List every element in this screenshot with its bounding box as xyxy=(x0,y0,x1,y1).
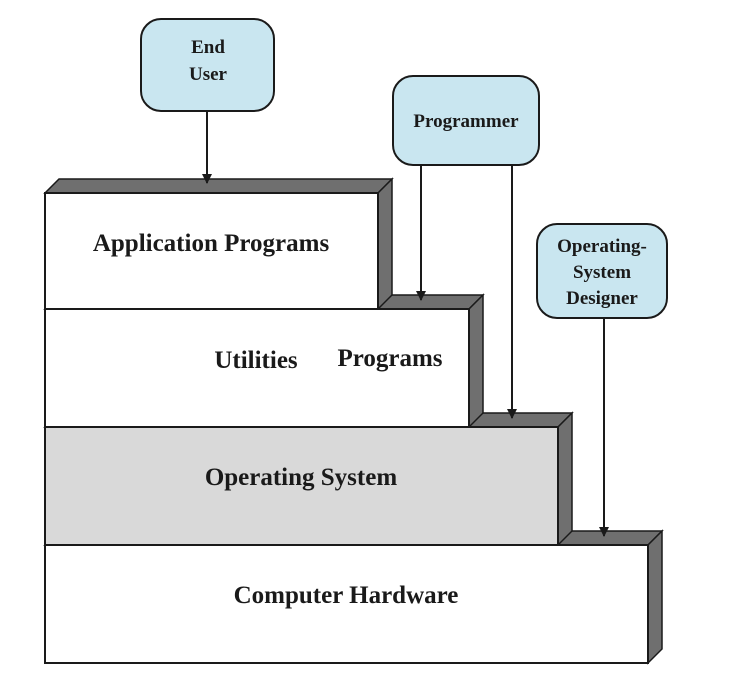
operating-system-label: Operating System xyxy=(205,464,398,491)
application-side-face xyxy=(377,177,393,311)
arrows xyxy=(202,111,609,537)
utilities-layer xyxy=(44,308,470,428)
os-designer-box: Operating- System Designer xyxy=(536,223,668,319)
end-user-label-line1: End xyxy=(191,37,225,58)
programmer-label: Programmer xyxy=(413,111,519,132)
os-designer-label-line3: Designer xyxy=(566,288,638,309)
os-designer-label-line2: System xyxy=(573,262,631,283)
utilities-side-face xyxy=(468,293,484,429)
application-top-face xyxy=(43,178,394,194)
hardware-layer xyxy=(44,544,649,664)
os-designer-box-shape xyxy=(536,223,668,319)
application-layer xyxy=(44,192,379,310)
programmer-box-shape xyxy=(392,75,540,166)
programmer-box: Programmer xyxy=(392,75,540,166)
end-user-box-shape xyxy=(140,18,275,112)
layer-fronts xyxy=(44,192,649,664)
end-user-label-line2: User xyxy=(189,64,228,85)
programs-label: Programs xyxy=(337,345,442,372)
os-designer-label-line1: Operating- xyxy=(557,236,647,257)
operating-system-layer xyxy=(44,426,559,546)
computer-hardware-label: Computer Hardware xyxy=(234,582,459,609)
application-programs-label: Application Programs xyxy=(93,230,330,257)
hardware-side-face xyxy=(647,529,663,665)
utilities-label: Utilities xyxy=(214,347,298,374)
os-side-face xyxy=(557,411,573,547)
end-user-box: End User xyxy=(140,18,275,112)
